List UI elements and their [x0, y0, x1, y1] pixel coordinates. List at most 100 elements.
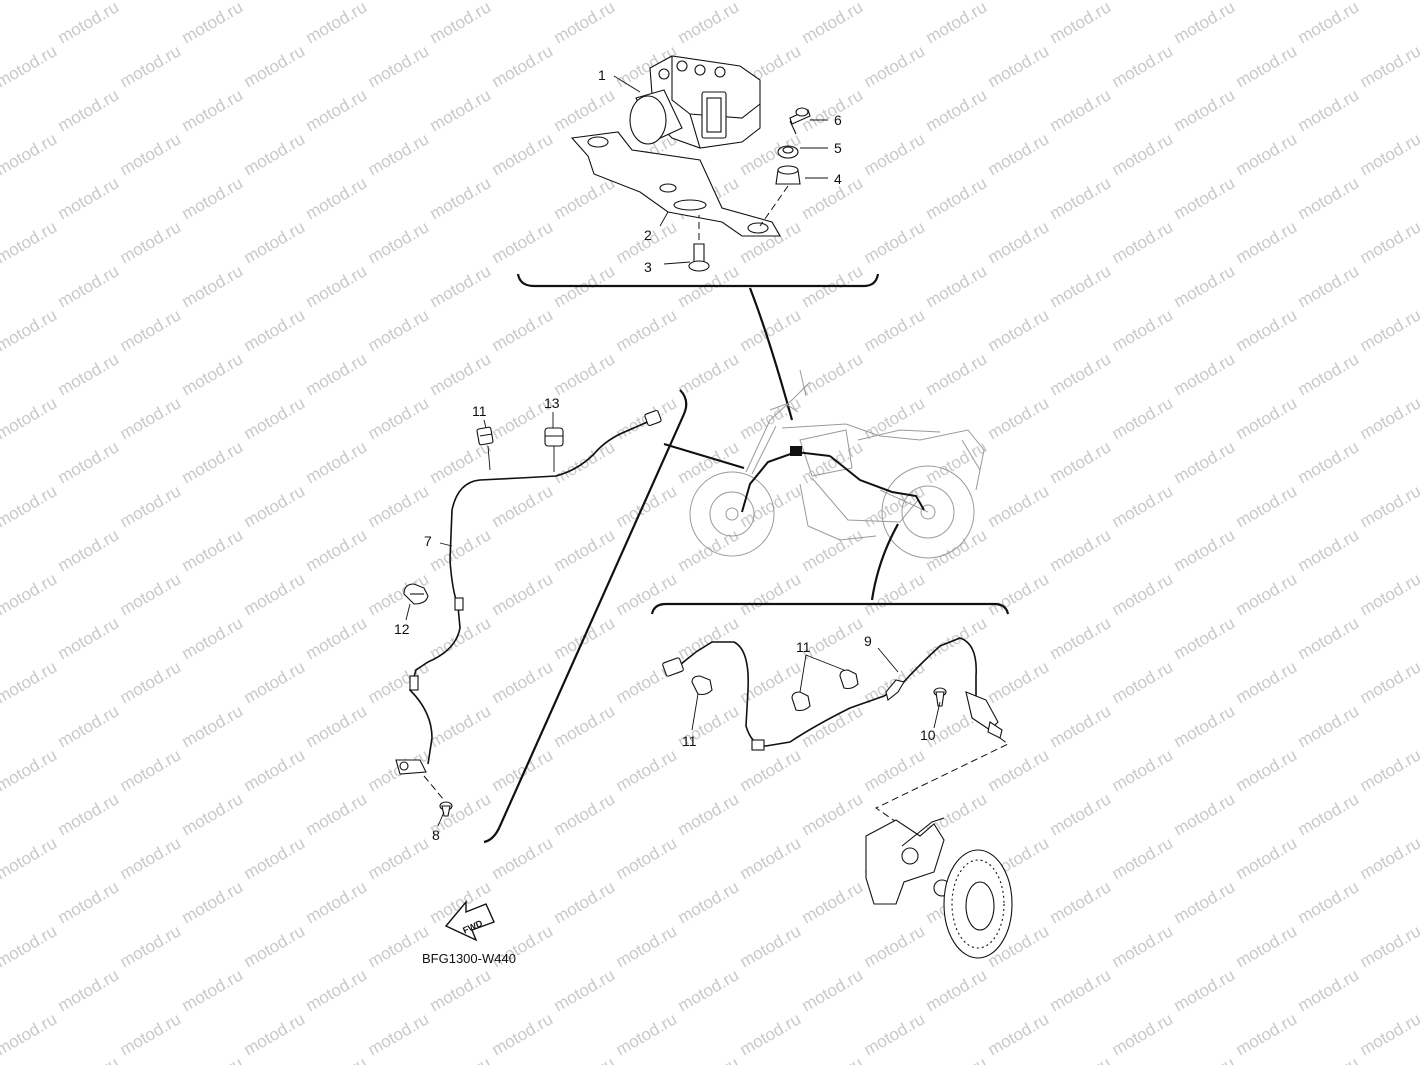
watermark-text: motod.ru	[0, 305, 60, 355]
watermark-text: motod.ru	[1295, 789, 1363, 839]
watermark-text: motod.ru	[613, 569, 681, 619]
watermark-text: motod.ru	[1233, 833, 1301, 883]
watermark-text: motod.ru	[1109, 833, 1177, 883]
watermark-text: motod.ru	[179, 701, 247, 751]
watermark-text: motod.ru	[737, 921, 805, 971]
watermark-text: motod.ru	[0, 657, 60, 707]
watermark-text: motod.ru	[303, 173, 371, 223]
watermark-text: motod.ru	[0, 1009, 60, 1059]
callout-10: 10	[920, 727, 936, 743]
watermark-text: motod.ru	[1109, 1009, 1177, 1059]
watermark-text: motod.ru	[117, 305, 185, 355]
watermark-text: motod.ru	[117, 833, 185, 883]
watermark-text: motod.ru	[551, 965, 619, 1015]
watermark-text: motod.ru	[923, 613, 991, 663]
watermark-text: motod.ru	[613, 481, 681, 531]
watermark-text: motod.ru	[551, 173, 619, 223]
connector-line-rear	[870, 523, 899, 601]
watermark-text: motod.ru	[179, 437, 247, 487]
watermark-text: motod.ru	[861, 481, 929, 531]
watermark-text: motod.ru	[55, 437, 123, 487]
watermark-text: motod.ru	[551, 789, 619, 839]
watermark-text: motod.ru	[117, 921, 185, 971]
watermark-text: motod.ru	[675, 877, 743, 927]
watermark-text: motod.ru	[737, 481, 805, 531]
watermark-text: motod.ru	[1171, 877, 1239, 927]
watermark-text: motod.ru	[1233, 129, 1301, 179]
watermark-text: motod.ru	[799, 789, 867, 839]
fwd-arrow-icon	[444, 900, 495, 942]
watermark-text: motod.ru	[117, 393, 185, 443]
watermark-text: motod.ru	[489, 569, 557, 619]
watermark-text: motod.ru	[799, 965, 867, 1015]
watermark-text: motod.ru	[1171, 965, 1239, 1015]
watermark-text: motod.ru	[365, 393, 433, 443]
watermark-text: motod.ru	[861, 305, 929, 355]
watermark-text: motod.ru	[799, 525, 867, 575]
callout-6: 6	[834, 112, 842, 128]
watermark-text: motod.ru	[303, 965, 371, 1015]
watermark-text: motod.ru	[55, 965, 123, 1015]
watermark-text: motod.ru	[179, 261, 247, 311]
watermark-text: motod.ru	[923, 965, 991, 1015]
watermark-text: motod.ru	[1233, 569, 1301, 619]
watermark-text: motod.ru	[1047, 85, 1115, 135]
abs-unit-group	[570, 55, 811, 272]
watermark-text: motod.ru	[1171, 1053, 1239, 1065]
watermark-text: motod.ru	[489, 41, 557, 91]
watermark-text: motod.ru	[117, 41, 185, 91]
watermark-text: motod.ru	[1047, 701, 1115, 751]
watermark-text: motod.ru	[427, 85, 495, 135]
watermark-text: motod.ru	[1357, 481, 1420, 531]
watermark-text: motod.ru	[1109, 745, 1177, 795]
watermark-text: motod.ru	[923, 349, 991, 399]
watermark-text: motod.ru	[1047, 613, 1115, 663]
watermark-text: motod.ru	[1357, 393, 1420, 443]
watermark-text: motod.ru	[179, 1053, 247, 1065]
watermark-text: motod.ru	[0, 217, 60, 267]
watermark-text: motod.ru	[675, 965, 743, 1015]
watermark-text: motod.ru	[1357, 217, 1420, 267]
watermark-text: motod.ru	[1171, 437, 1239, 487]
watermark-text: motod.ru	[1357, 1009, 1420, 1059]
callout-8: 8	[432, 827, 440, 843]
watermark-text: motod.ru	[737, 745, 805, 795]
watermark-text: motod.ru	[0, 129, 60, 179]
watermark-text: motod.ru	[0, 393, 60, 443]
watermark-text: motod.ru	[1233, 305, 1301, 355]
watermark-text: motod.ru	[551, 1053, 619, 1065]
watermark-text: motod.ru	[551, 877, 619, 927]
watermark-text: motod.ru	[55, 1053, 123, 1065]
watermark-text: motod.ru	[179, 0, 247, 47]
abs-unit-frame	[516, 273, 880, 288]
watermark-text: motod.ru	[241, 833, 309, 883]
leader-lines-top	[613, 75, 828, 265]
callout-12: 12	[394, 621, 410, 637]
watermark-text: motod.ru	[1171, 0, 1239, 47]
watermark-text: motod.ru	[179, 525, 247, 575]
watermark-text: motod.ru	[1357, 921, 1420, 971]
watermark-text: motod.ru	[427, 173, 495, 223]
watermark-text: motod.ru	[551, 0, 619, 47]
watermark-text: motod.ru	[489, 481, 557, 531]
rear-sensor-lead-part	[675, 637, 977, 747]
watermark-text: motod.ru	[675, 349, 743, 399]
watermark-text: motod.ru	[1171, 173, 1239, 223]
watermark-text: motod.ru	[0, 0, 60, 3]
watermark-text: motod.ru	[1295, 525, 1363, 575]
watermark-text: motod.ru	[1233, 1009, 1301, 1059]
watermark-text: motod.ru	[1233, 745, 1301, 795]
watermark-text: motod.ru	[1047, 173, 1115, 223]
watermark-text: motod.ru	[117, 569, 185, 619]
watermark-text: motod.ru	[55, 877, 123, 927]
watermark-text: motod.ru	[1047, 0, 1115, 47]
watermark-text: motod.ru	[55, 173, 123, 223]
watermark-text: motod.ru	[799, 349, 867, 399]
watermark-text: motod.ru	[489, 657, 557, 707]
watermark-text: motod.ru	[427, 349, 495, 399]
watermark-text: motod.ru	[0, 569, 60, 619]
watermark-text: motod.ru	[923, 173, 991, 223]
watermark-text: motod.ru	[241, 129, 309, 179]
watermark-text: motod.ru	[241, 305, 309, 355]
